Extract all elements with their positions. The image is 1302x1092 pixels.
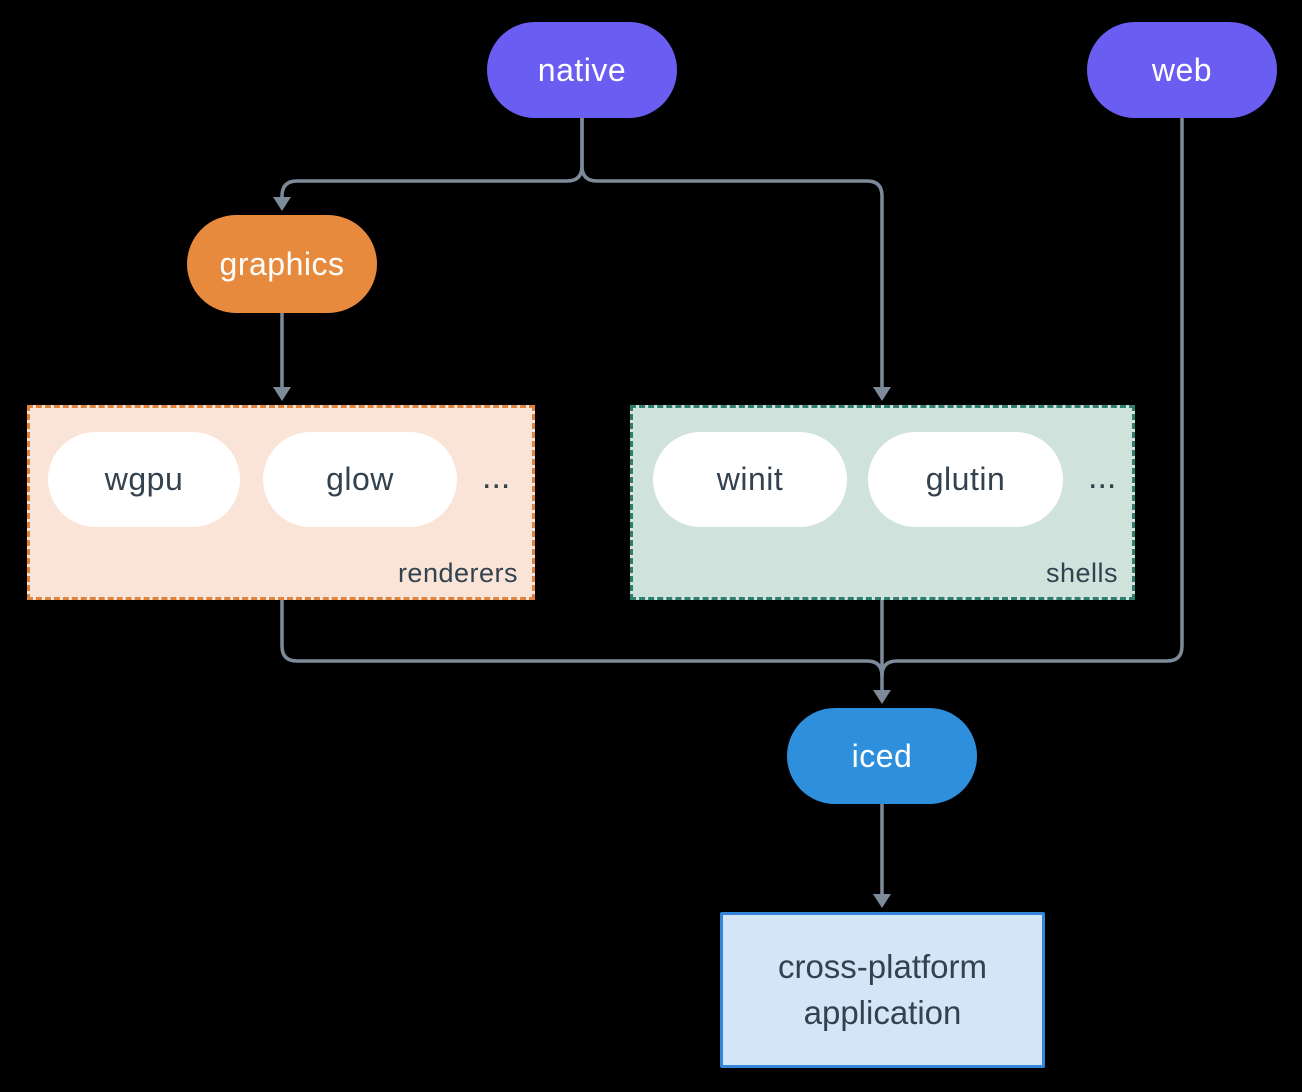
node-application: cross-platform application <box>720 912 1045 1068</box>
renderers-group-label: renderers <box>397 558 518 588</box>
renderers-ellipsis: ... <box>482 458 511 496</box>
node-iced: iced <box>787 708 977 804</box>
node-web-label: web <box>1151 51 1213 88</box>
node-native-label: native <box>537 51 627 88</box>
arrowhead-into-renderers <box>273 387 291 401</box>
node-wgpu-label: wgpu <box>104 461 184 497</box>
node-graphics-label: graphics <box>219 245 345 282</box>
node-glutin: glutin <box>868 432 1063 527</box>
node-iced-label: iced <box>851 737 913 774</box>
connector-renderers-to-iced <box>280 600 884 677</box>
node-web: web <box>1087 22 1277 118</box>
arrowhead-into-iced <box>873 690 891 704</box>
connector-native-to-shells <box>580 118 884 387</box>
node-winit-label: winit <box>716 461 784 497</box>
node-native: native <box>487 22 677 118</box>
node-application-label: cross-platform application <box>777 948 988 1031</box>
group-shells: winit glutin ... shells <box>630 405 1135 600</box>
shells-group-label: shells <box>1045 558 1118 588</box>
connector-native-to-graphics <box>280 118 584 197</box>
node-glow-label: glow <box>326 461 394 497</box>
shells-ellipsis: ... <box>1088 458 1117 496</box>
node-glow: glow <box>263 432 457 527</box>
arrowhead-into-shells <box>873 387 891 401</box>
node-glutin-label: glutin <box>925 461 1006 497</box>
node-graphics: graphics <box>187 215 377 313</box>
group-renderers: wgpu glow ... renderers <box>27 405 535 600</box>
node-winit: winit <box>653 432 847 527</box>
node-wgpu: wgpu <box>48 432 240 527</box>
arrowhead-into-application <box>873 894 891 908</box>
arrowhead-into-graphics <box>273 197 291 211</box>
